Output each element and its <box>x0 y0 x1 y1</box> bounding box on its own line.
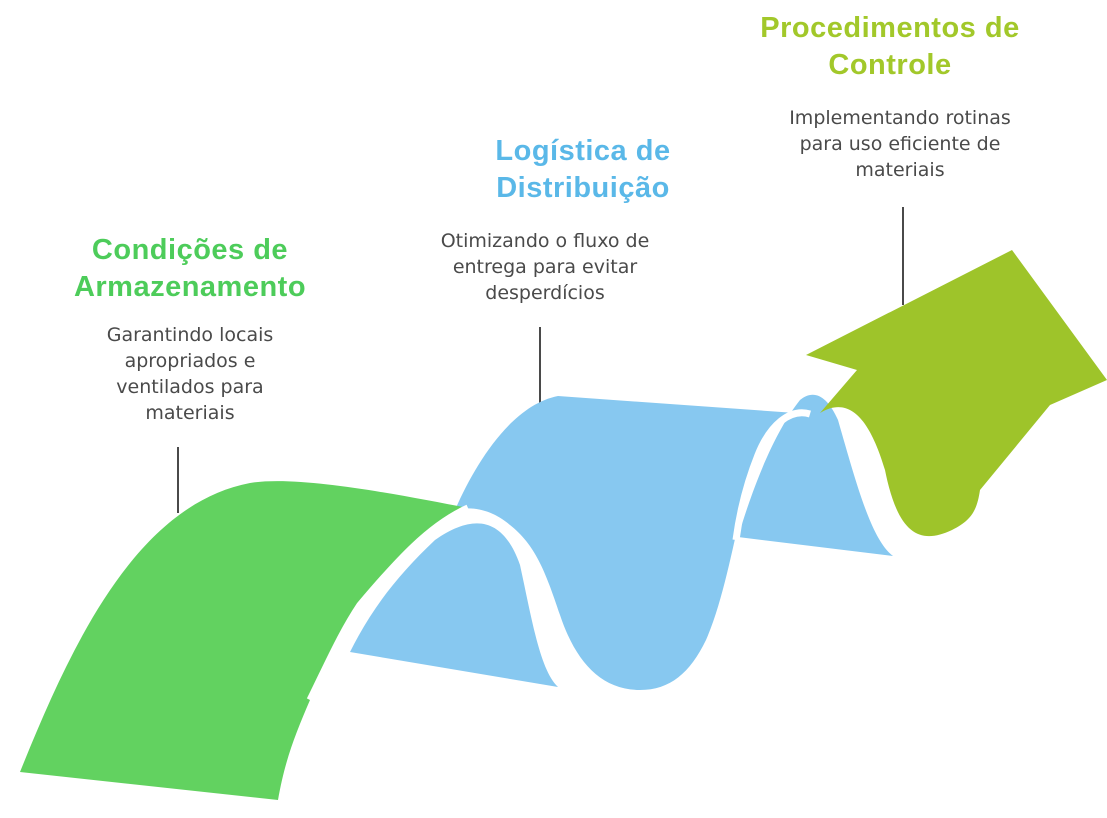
title-line: Logística de <box>495 135 671 167</box>
step-description-distribution: Otimizando o fluxo de entrega para evita… <box>395 228 695 306</box>
ribbon-blue-main-segment <box>455 396 810 690</box>
description-line: Garantindo locais <box>106 324 274 346</box>
title-line: Condições de <box>91 234 289 266</box>
description-line: Otimizando o fluxo de <box>440 230 650 252</box>
step-title-control: Procedimentos de Controle <box>720 10 1060 84</box>
step-description-storage: Garantindo locais apropriados e ventilad… <box>65 322 315 426</box>
title-line: Procedimentos de <box>760 12 1020 44</box>
description-line: materiais <box>855 159 945 181</box>
step-title-storage: Condições de Armazenamento <box>30 232 350 306</box>
description-line: materiais <box>145 402 235 424</box>
description-line: Implementando rotinas <box>789 107 1011 129</box>
title-line: Distribuição <box>496 172 670 204</box>
description-line: entrega para evitar <box>452 256 638 278</box>
description-line: para uso eficiente de <box>799 133 1001 155</box>
description-line: desperdícios <box>485 282 605 304</box>
title-line: Controle <box>828 49 952 81</box>
title-line: Armazenamento <box>73 271 307 303</box>
description-line: apropriados e <box>124 350 256 372</box>
ribbon-olive-arrow <box>806 250 1107 537</box>
step-title-distribution: Logística de Distribuição <box>433 133 733 207</box>
description-line: ventilados para <box>116 376 264 398</box>
ribbon-green-arch <box>20 481 468 800</box>
ribbon-blue-back-segment <box>738 394 893 556</box>
ribbon-gap-blue-olive <box>732 409 812 541</box>
ribbon-blue-left-segment <box>350 523 558 687</box>
step-description-control: Implementando rotinas para uso eficiente… <box>750 105 1050 183</box>
ribbon-gap-green-blue <box>306 504 470 702</box>
